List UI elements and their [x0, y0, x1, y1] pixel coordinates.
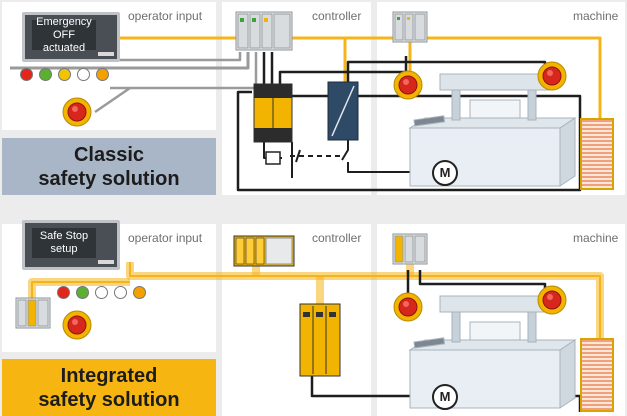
- top-light-curtain-icon: [580, 118, 614, 190]
- top-contactor: [265, 151, 281, 165]
- indicator-lamp: [77, 68, 90, 81]
- bottom-hmi-line-2: setup: [50, 243, 78, 255]
- top-hmi-line-2: OFF actuated: [42, 28, 86, 54]
- top-operator-title: operator input: [128, 9, 203, 23]
- top-operator-estop-icon: [62, 97, 92, 132]
- bottom-controller-modules: [233, 235, 295, 267]
- indicator-lamp: [76, 286, 89, 299]
- indicator-lamp: [95, 286, 108, 299]
- bottom-press-machine: [408, 295, 577, 409]
- classic-solution-label: Classic safety solution: [2, 138, 216, 195]
- top-hmi-screen: Emergency OFF actuated: [32, 16, 96, 54]
- top-safety-relay: [253, 83, 293, 143]
- integrated-solution-label: Integrated safety solution: [2, 359, 216, 416]
- bottom-drive: [299, 303, 341, 377]
- bottom-operator-estop-icon: [62, 310, 92, 345]
- top-machine-title: machine: [573, 9, 619, 23]
- top-drive: [327, 81, 359, 141]
- integrated-line-2: safety solution: [38, 388, 180, 411]
- indicator-lamp: [39, 68, 52, 81]
- bottom-light-curtain-icon: [580, 338, 614, 412]
- bottom-machine-estop-icon-right: [537, 285, 567, 320]
- top-hmi-logo: [98, 52, 114, 56]
- top-hmi-panel: Emergency OFF actuated: [22, 12, 120, 62]
- top-machine-estop-icon-right: [537, 61, 567, 96]
- bottom-hmi-panel: Safe Stop setup: [22, 220, 120, 270]
- top-press-machine: [408, 73, 577, 187]
- bottom-hmi-screen: Safe Stop setup: [32, 228, 96, 258]
- bottom-hmi-logo: [98, 260, 114, 264]
- classic-line-2: safety solution: [38, 167, 180, 190]
- top-machine-io: [392, 11, 428, 43]
- indicator-lamp: [20, 68, 33, 81]
- indicator-lamp: [114, 286, 127, 299]
- classic-line-1: Classic: [73, 143, 145, 166]
- top-motor-icon: M: [432, 160, 458, 186]
- bottom-motor-icon: M: [432, 384, 458, 410]
- top-io-module: [235, 11, 293, 51]
- top-machine-estop-icon-left: [393, 70, 423, 105]
- indicator-lamp: [96, 68, 109, 81]
- indicator-lamp: [58, 68, 71, 81]
- bottom-operator-title: operator input: [128, 231, 203, 245]
- bottom-operator-io: [15, 297, 51, 329]
- top-grey-wire-lamps: [10, 52, 250, 70]
- bottom-machine-io: [392, 233, 428, 265]
- indicator-lamp: [57, 286, 70, 299]
- top-controller-title: controller: [312, 9, 362, 23]
- indicator-lamp: [133, 286, 146, 299]
- top-hmi-line-1: Emergency: [36, 15, 92, 28]
- bottom-machine-estop-icon-left: [393, 292, 423, 327]
- bottom-controller-title: controller: [312, 231, 362, 245]
- bottom-hmi-line-1: Safe Stop: [39, 230, 89, 242]
- bottom-machine-title: machine: [573, 231, 619, 245]
- integrated-line-1: Integrated: [60, 364, 158, 387]
